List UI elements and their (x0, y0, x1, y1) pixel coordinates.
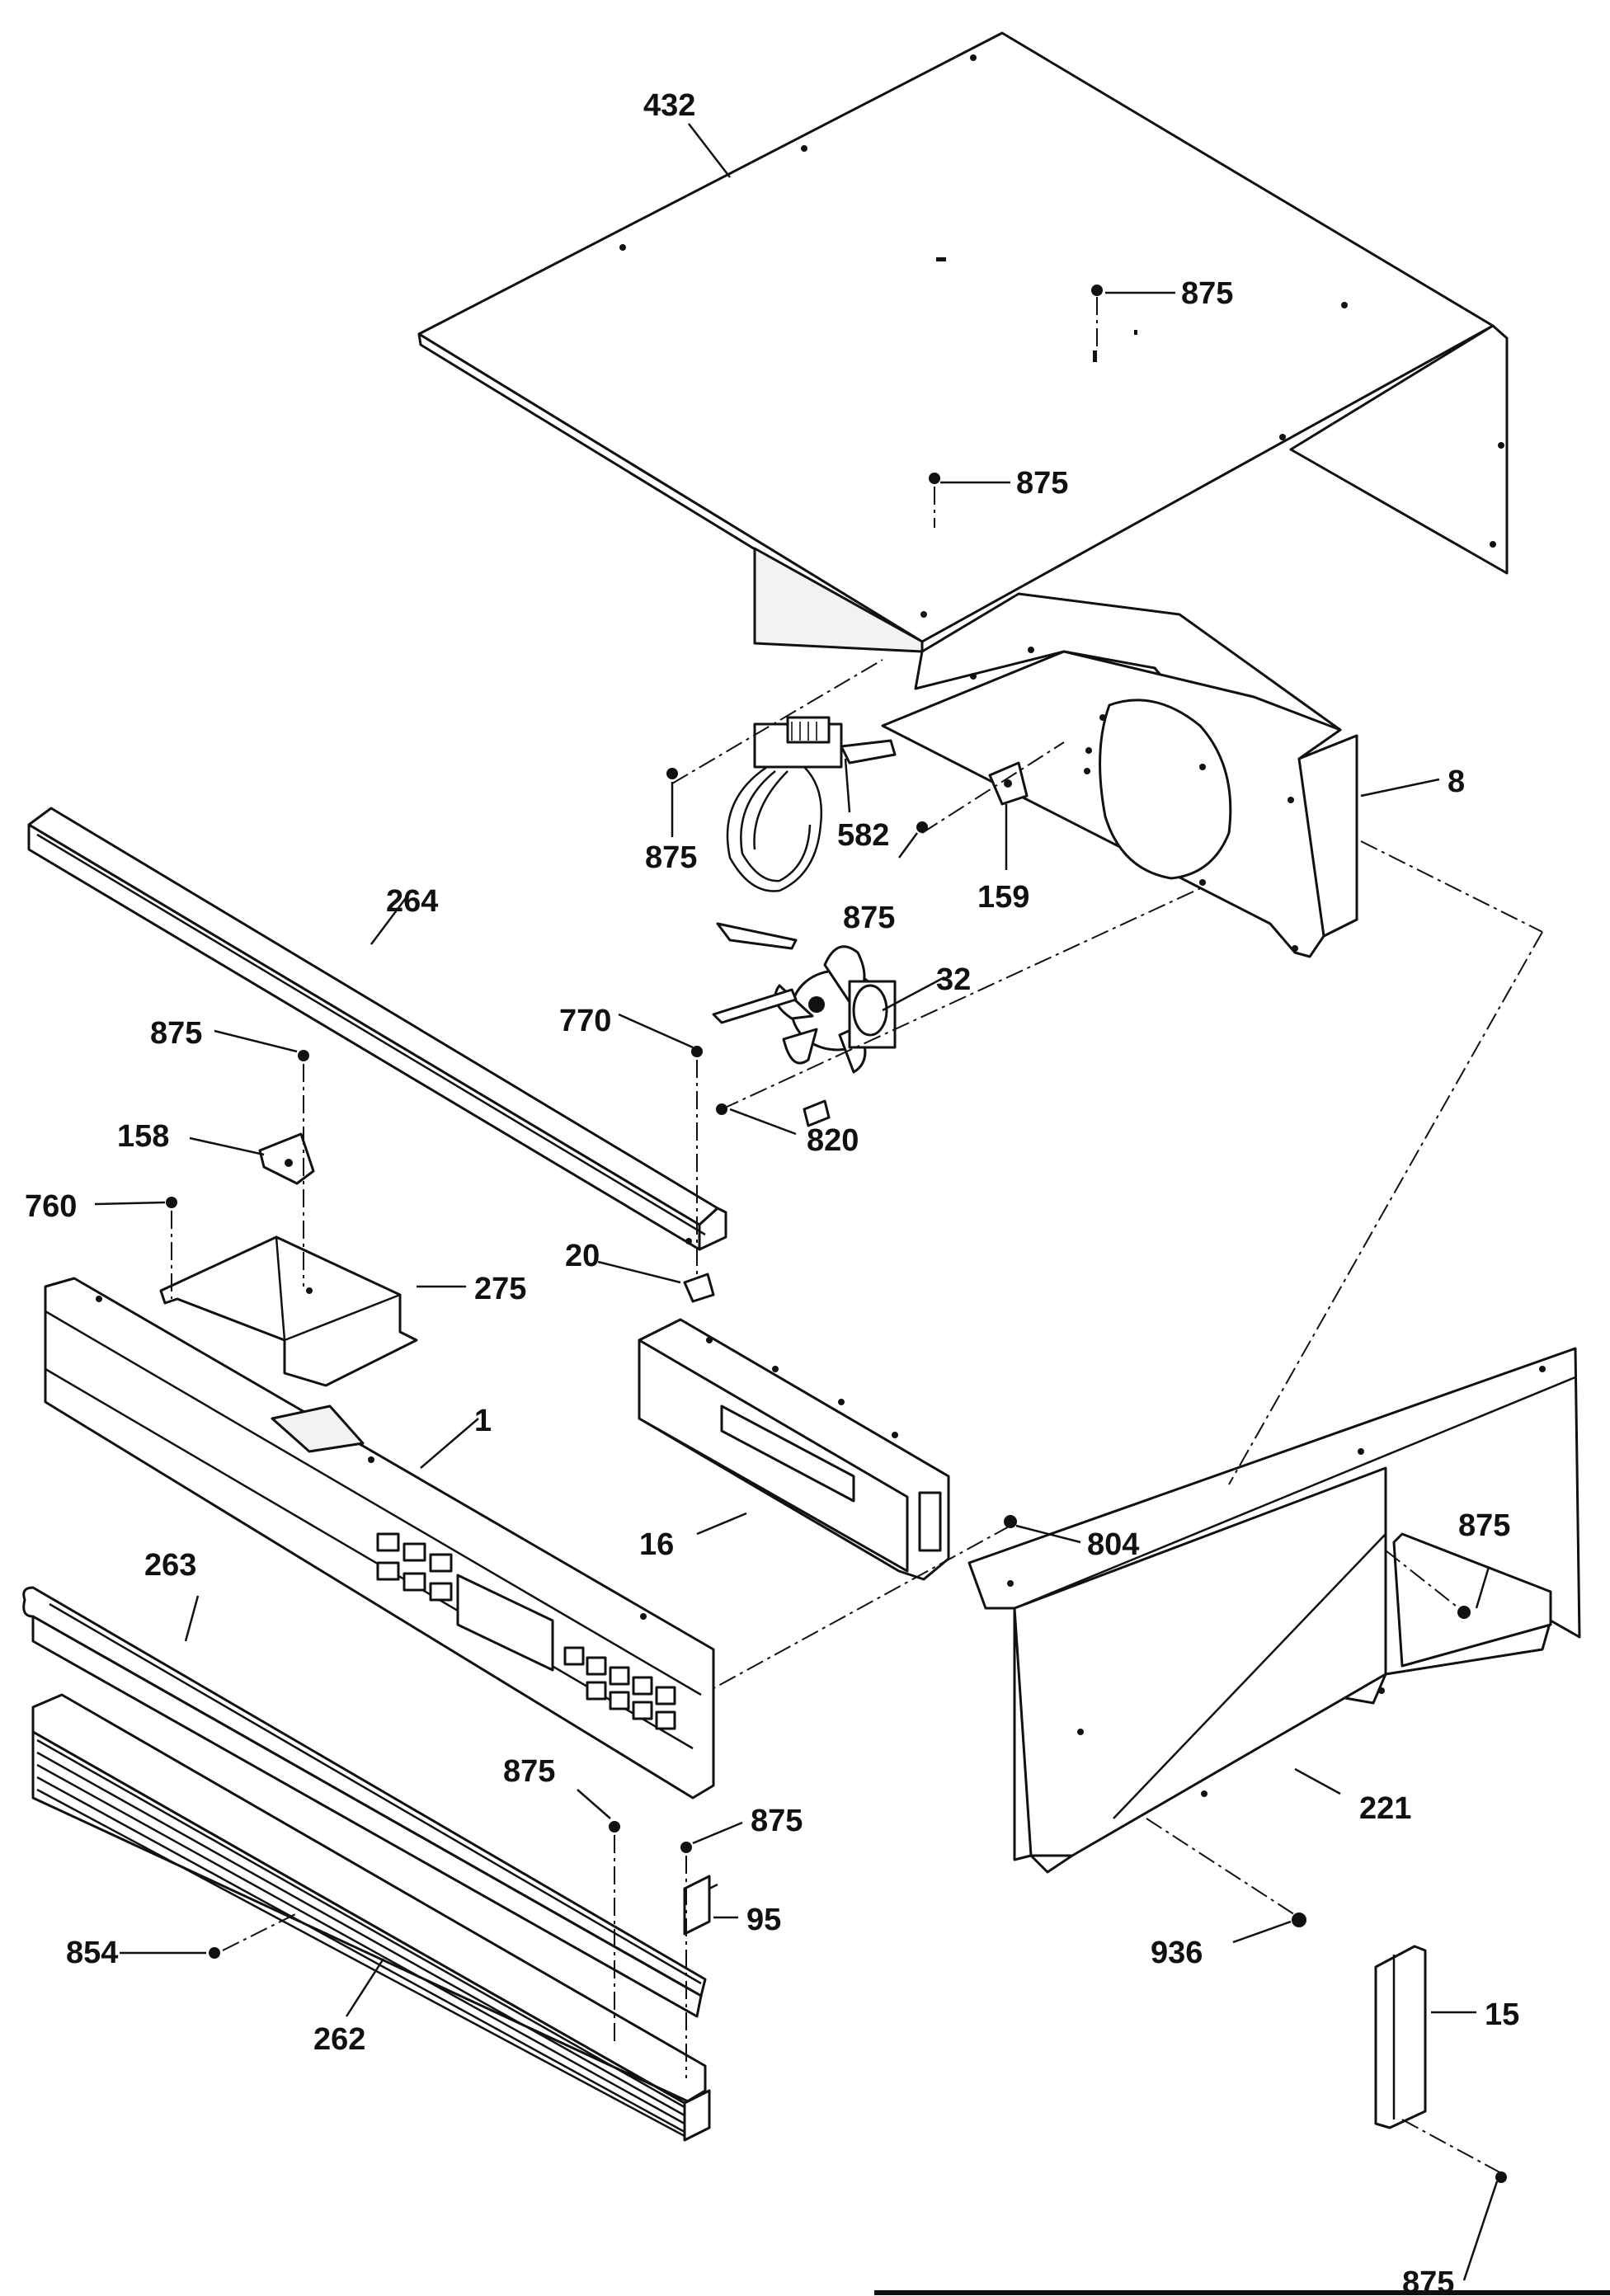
callout-32: 32 (936, 962, 971, 997)
callout-875-top: 875 (1181, 276, 1233, 311)
transformer-582 (726, 716, 897, 892)
trim-263 (22, 1586, 707, 2018)
side-bracket-221 (967, 1347, 1581, 1874)
vent-slots (36, 1738, 685, 2138)
callout-936: 936 (1151, 1936, 1203, 1970)
callout-582: 582 (837, 818, 889, 853)
fan-motor-32 (712, 922, 897, 1127)
callout-16: 16 (639, 1527, 674, 1562)
top-cover-432 (417, 31, 1509, 653)
callout-8: 8 (1448, 765, 1465, 799)
clip-159 (988, 761, 1029, 806)
control-board-16 (638, 1318, 950, 1581)
callout-432: 432 (643, 88, 695, 123)
keypad-right (563, 1646, 676, 1730)
assembly-lines (171, 297, 1543, 2174)
control-panel-1 (44, 1277, 715, 1800)
bracket-95 (683, 1875, 718, 1936)
callout-262: 262 (313, 2022, 365, 2057)
callout-158: 158 (117, 1119, 169, 1154)
fan-panel-8 (881, 592, 1358, 958)
callout-875-side: 875 (1458, 1508, 1510, 1543)
callout-875-bracket: 875 (843, 901, 895, 935)
screws (166, 285, 1507, 2183)
bracket-158 (258, 1132, 315, 1185)
callout-875-motor: 875 (645, 840, 697, 875)
callout-875-left: 875 (150, 1016, 202, 1051)
keypad-left (376, 1532, 453, 1602)
clip-20 (683, 1273, 715, 1303)
callout-804: 804 (1087, 1527, 1139, 1562)
callout-275: 275 (474, 1272, 526, 1306)
trim-rail-264 (27, 807, 727, 1251)
callout-264: 264 (386, 884, 438, 919)
callout-263: 263 (144, 1548, 196, 1583)
callout-221: 221 (1359, 1791, 1411, 1826)
leader-lines (94, 123, 1499, 2281)
callout-820: 820 (807, 1123, 859, 1158)
callout-854: 854 (66, 1936, 118, 1970)
callout-1: 1 (474, 1404, 492, 1438)
callout-875-trim: 875 (503, 1754, 555, 1789)
callout-95: 95 (746, 1903, 781, 1937)
callout-875-bracket95: 875 (751, 1804, 803, 1838)
callout-15: 15 (1485, 1997, 1519, 2032)
callout-20: 20 (565, 1239, 600, 1273)
shield-275 (159, 1235, 418, 1387)
bracket-15 (1374, 1945, 1427, 2129)
callout-159: 159 (977, 880, 1029, 915)
callout-875-mid: 875 (1016, 466, 1068, 501)
callout-760: 760 (25, 1189, 77, 1224)
callout-770: 770 (559, 1004, 611, 1038)
callouts: 432 875 875 8 875 582 875 159 264 32 875… (25, 88, 1519, 2296)
vent-grille-262 (31, 1693, 711, 2142)
